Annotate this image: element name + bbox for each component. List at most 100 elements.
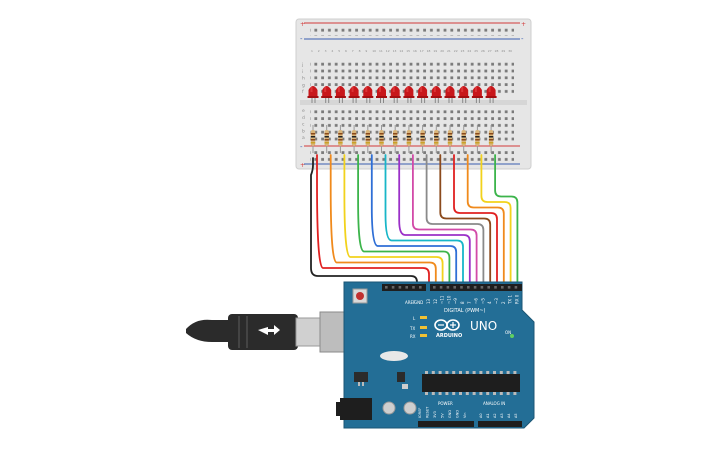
column-number: 24 xyxy=(467,49,471,53)
jumper-wire[interactable] xyxy=(412,154,478,288)
digital-pin-label: 13 xyxy=(426,298,431,304)
resistor[interactable] xyxy=(420,125,425,153)
led[interactable] xyxy=(321,86,333,103)
crystal xyxy=(380,351,408,361)
column-number: 12 xyxy=(386,49,390,53)
row-label: c xyxy=(302,123,305,128)
row-label: b xyxy=(302,128,305,134)
digital-pin-label: 4 xyxy=(487,301,492,304)
resistor[interactable] xyxy=(310,125,316,153)
led[interactable] xyxy=(458,86,470,103)
led[interactable] xyxy=(362,86,374,103)
column-number: 4 xyxy=(331,49,333,53)
power-pin-label: GND xyxy=(456,410,460,418)
leds xyxy=(307,86,497,103)
column-number: 17 xyxy=(420,49,424,53)
resistor[interactable] xyxy=(393,125,398,153)
led[interactable] xyxy=(471,86,483,103)
jumper-wire[interactable] xyxy=(398,154,471,288)
column-number: 29 xyxy=(501,49,505,53)
jumper-wire[interactable] xyxy=(384,154,464,288)
analog-label: ANALOG IN xyxy=(483,401,505,406)
column-number: 7 xyxy=(352,49,354,53)
terminal-holes-bottom xyxy=(310,108,514,142)
resistor[interactable] xyxy=(338,125,343,153)
jumper-wire[interactable] xyxy=(370,154,458,288)
reset-button-cap[interactable] xyxy=(356,292,364,300)
column-number: 26 xyxy=(481,49,485,53)
digital-pin-label: ~9 xyxy=(453,298,458,304)
led[interactable] xyxy=(444,86,456,103)
aref-label: AREF xyxy=(405,300,416,305)
jumper-wire[interactable] xyxy=(453,154,498,288)
resistor[interactable] xyxy=(365,125,370,153)
digital-pin-label: 12 xyxy=(433,298,438,304)
jumper-wire[interactable] xyxy=(494,154,519,288)
resistor[interactable] xyxy=(488,125,494,153)
led[interactable] xyxy=(334,86,346,103)
jumper-wire[interactable] xyxy=(316,154,430,288)
column-number: 13 xyxy=(393,49,397,53)
digital-pin-label: 2 xyxy=(501,301,506,304)
usb-symbol-icon xyxy=(258,325,280,335)
on-label: ON xyxy=(505,330,511,335)
digital-pin-label: RX 0 xyxy=(514,294,519,304)
resistor[interactable] xyxy=(475,125,480,153)
row-label: d xyxy=(302,115,305,121)
column-number: 21 xyxy=(447,49,451,53)
bottom-rail-minus-label: - xyxy=(300,143,303,151)
usb-plug-metal xyxy=(295,317,321,347)
usb-cable xyxy=(186,311,365,353)
digital-pin-label: 7 xyxy=(467,301,472,304)
resistor[interactable] xyxy=(324,125,329,153)
digital-header-pins xyxy=(385,286,518,289)
resistor[interactable] xyxy=(447,125,453,153)
led[interactable] xyxy=(307,86,319,103)
digital-pin-label: ~10 xyxy=(446,295,451,304)
led[interactable] xyxy=(376,86,387,103)
column-number: 27 xyxy=(488,49,492,53)
jumper-wire[interactable] xyxy=(480,154,512,288)
wires xyxy=(310,154,519,288)
digital-pin-label: ~3 xyxy=(494,298,499,304)
rail-plus-label: + xyxy=(300,21,305,28)
jumper-wire[interactable] xyxy=(425,154,485,288)
gnd-label: GND xyxy=(414,300,423,305)
jumper-wire[interactable] xyxy=(343,154,444,288)
column-number: 8 xyxy=(359,49,361,53)
column-number: 15 xyxy=(406,49,410,53)
resistor[interactable] xyxy=(379,125,384,153)
digital-pin-label: TX 1 xyxy=(508,295,513,305)
digital-pin-label: 8 xyxy=(460,301,465,304)
led[interactable] xyxy=(430,86,442,103)
arduino-logo-icon xyxy=(434,319,460,331)
analog-pin-label: A2 xyxy=(493,413,497,418)
row-label: e xyxy=(302,109,305,114)
row-label: a xyxy=(302,136,305,141)
led[interactable] xyxy=(485,86,497,103)
jumper-wire[interactable] xyxy=(439,154,492,288)
led-tx-label: TX xyxy=(409,326,415,331)
capacitor-1 xyxy=(382,401,396,415)
row-label: i xyxy=(302,69,303,75)
rail-plus-label-right: + xyxy=(521,21,526,28)
usb-cable-end xyxy=(186,319,230,342)
power-header xyxy=(418,421,474,427)
resistor[interactable] xyxy=(461,125,466,153)
led[interactable] xyxy=(348,86,360,103)
analog-pin-label: A0 xyxy=(479,413,483,418)
resistor[interactable] xyxy=(406,125,412,153)
led[interactable] xyxy=(403,86,415,103)
resistor[interactable] xyxy=(351,125,357,153)
jumper-wire[interactable] xyxy=(357,154,451,288)
jumper-wire[interactable] xyxy=(329,154,437,288)
jumper-wire[interactable] xyxy=(466,154,505,288)
led[interactable] xyxy=(389,86,401,103)
led[interactable] xyxy=(417,86,429,103)
power-pin-label: Vin xyxy=(463,412,467,418)
resistor[interactable] xyxy=(434,125,439,153)
jumper-wire[interactable] xyxy=(310,157,418,288)
